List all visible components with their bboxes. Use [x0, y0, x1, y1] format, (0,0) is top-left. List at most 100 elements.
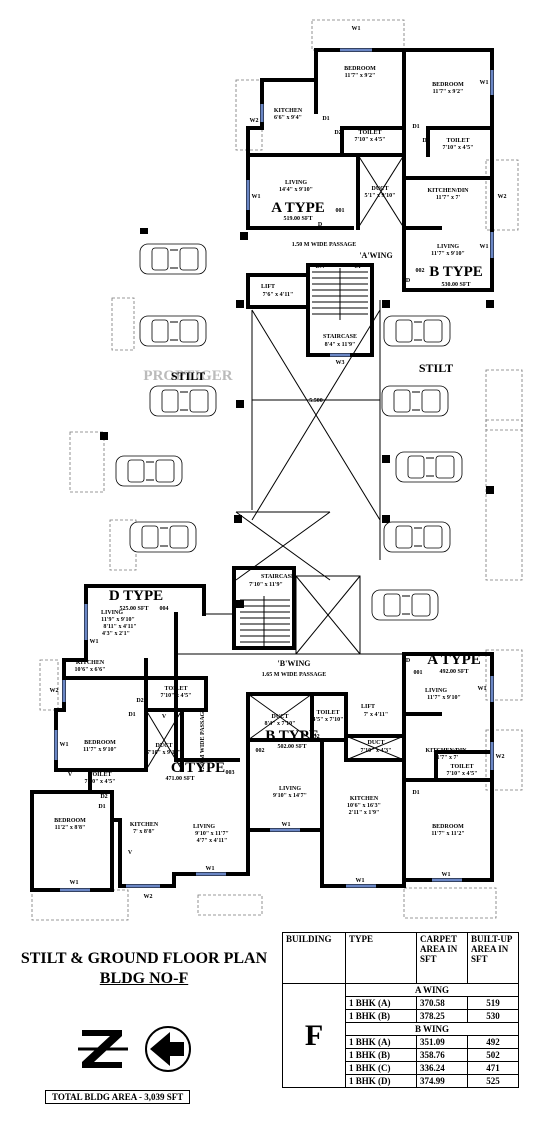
svg-text:W1: W1: [90, 639, 99, 645]
svg-text:W1: W1: [282, 822, 291, 828]
svg-text:KITCHEN: KITCHEN: [274, 108, 303, 114]
columns: [100, 228, 494, 608]
a-wing-label: 'A'WING: [359, 251, 392, 260]
building-letter: F: [282, 983, 346, 1088]
svg-text:11'7" x 9'2": 11'7" x 9'2": [345, 73, 376, 79]
svg-text:DUCT: DUCT: [271, 714, 288, 720]
svg-text:W2: W2: [498, 194, 507, 200]
svg-text:10'6" x 16'3": 10'6" x 16'3": [347, 803, 381, 809]
svg-text:UP: UP: [354, 264, 362, 270]
svg-text:8'4" x 7'10": 8'4" x 7'10": [265, 721, 296, 727]
stilt-left-label: STILT: [171, 369, 205, 383]
plan-title: STILT & GROUND FLOOR PLAN: [20, 950, 268, 967]
svg-text:B TYPE: B TYPE: [265, 728, 319, 744]
svg-text:7'10" x 4'5": 7'10" x 4'5": [443, 145, 474, 151]
table-row: 1 BHK (D) 374.99 525: [283, 1074, 519, 1088]
svg-text:TOILET: TOILET: [165, 686, 188, 692]
svg-text:D2: D2: [424, 778, 431, 784]
table-header: CARPET AREA IN SFT: [416, 932, 468, 984]
svg-text:2'11" x 1'9": 2'11" x 1'9": [349, 810, 380, 816]
svg-text:W2: W2: [50, 688, 59, 694]
a-wing-walls: [246, 48, 494, 357]
stair-a: [312, 268, 368, 320]
svg-text:11'2" x 8'8": 11'2" x 8'8": [55, 825, 86, 831]
svg-text:D1: D1: [322, 116, 329, 122]
svg-text:B TYPE: B TYPE: [429, 264, 483, 280]
svg-text:525.00 SFT: 525.00 SFT: [119, 606, 148, 612]
svg-text:7' x 4'11": 7' x 4'11": [364, 712, 388, 718]
svg-text:6'6" x 9'4": 6'6" x 9'4": [274, 115, 302, 121]
table-header: BUILT-UP AREA IN SFT: [467, 932, 519, 984]
svg-text:KITCHEN: KITCHEN: [350, 796, 379, 802]
svg-text:9'10" x 14'7": 9'10" x 14'7": [273, 793, 307, 799]
plan-labels: PROPTIGER STILT STILT 5.500 'A'WING 1.50…: [50, 26, 507, 900]
svg-text:LIVING: LIVING: [101, 610, 123, 616]
svg-text:LIVING: LIVING: [437, 244, 459, 250]
svg-text:4'3" x 2'1": 4'3" x 2'1": [102, 631, 130, 637]
svg-text:TOILET: TOILET: [447, 138, 470, 144]
wing-a-label: A WING: [345, 983, 519, 997]
svg-text:W1: W1: [206, 866, 215, 872]
svg-text:7'10" x 11'9": 7'10" x 11'9": [249, 582, 283, 588]
svg-text:V: V: [162, 714, 167, 720]
svg-text:002: 002: [256, 748, 265, 754]
svg-text:DUCT: DUCT: [155, 743, 172, 749]
table-row: 1 BHK (C) 336.24 471: [283, 1061, 519, 1075]
svg-text:7'10" x 4'5": 7'10" x 4'5": [85, 779, 116, 785]
svg-text:D1: D1: [98, 804, 105, 810]
svg-text:W2: W2: [144, 894, 153, 900]
svg-text:492.00 SFT: 492.00 SFT: [439, 669, 468, 675]
stilt-right-label: STILT: [419, 361, 453, 375]
svg-text:D: D: [406, 278, 411, 284]
svg-text:8'4" x 11'9": 8'4" x 11'9": [325, 342, 356, 348]
building-title: BLDG NO-F: [99, 970, 189, 987]
svg-text:V: V: [128, 850, 133, 856]
svg-text:D: D: [230, 758, 235, 764]
b-wing-walls: [30, 584, 494, 892]
svg-text:11'7" x 9'10": 11'7" x 9'10": [427, 695, 461, 701]
svg-text:W1: W1: [70, 880, 79, 886]
svg-text:1.65 M WIDE PASSAGE: 1.65 M WIDE PASSAGE: [262, 672, 326, 678]
balcony-outlines: [31, 19, 523, 921]
svg-text:004: 004: [160, 606, 169, 612]
svg-text:8'11" x 4'11": 8'11" x 4'11": [103, 624, 136, 630]
svg-text:D: D: [406, 658, 411, 664]
svg-text:11'9" x 9'10": 11'9" x 9'10": [101, 617, 135, 623]
svg-text:11'7" x 9'10": 11'7" x 9'10": [431, 251, 465, 257]
svg-text:001: 001: [414, 670, 423, 676]
svg-text:D1: D1: [128, 712, 135, 718]
svg-text:KITCHEN: KITCHEN: [76, 660, 105, 666]
svg-text:'B'WING: 'B'WING: [278, 659, 311, 668]
svg-text:STAIRCASE: STAIRCASE: [323, 334, 357, 340]
svg-text:1.50 M WIDE PASSAGE: 1.50 M WIDE PASSAGE: [200, 708, 206, 772]
svg-text:D2: D2: [100, 794, 107, 800]
svg-text:11'7" x 7': 11'7" x 7': [434, 755, 459, 761]
watermark: PROPTIGER: [143, 368, 232, 384]
svg-text:TOILET: TOILET: [359, 130, 382, 136]
svg-text:002: 002: [416, 268, 425, 274]
svg-text:DUCT: DUCT: [371, 186, 388, 192]
svg-text:BEDROOM: BEDROOM: [432, 824, 464, 830]
svg-text:502.00 SFT: 502.00 SFT: [277, 744, 306, 750]
parking-cars: [115, 243, 463, 621]
title-block: STILT & GROUND FLOOR PLAN BLDG NO-F: [8, 950, 280, 988]
svg-text:14'4" x 9'10": 14'4" x 9'10": [279, 187, 313, 193]
svg-text:5'1" x 9'10": 5'1" x 9'10": [365, 193, 396, 199]
svg-text:LIVING: LIVING: [425, 688, 447, 694]
total-area: TOTAL BLDG AREA - 3,039 SFT: [45, 1090, 191, 1104]
svg-text:C TYPE: C TYPE: [171, 760, 225, 776]
svg-text:D2: D2: [422, 138, 429, 144]
svg-text:TOILET: TOILET: [317, 710, 340, 716]
svg-text:W1: W1: [60, 742, 69, 748]
svg-text:D2: D2: [312, 734, 319, 740]
svg-text:W1: W1: [356, 878, 365, 884]
svg-text:STAIRCASE: STAIRCASE: [261, 574, 295, 580]
table-header: BUILDING: [282, 932, 346, 984]
svg-text:A TYPE: A TYPE: [427, 652, 481, 668]
svg-text:519.00 SFT: 519.00 SFT: [283, 216, 312, 222]
svg-text:D TYPE: D TYPE: [109, 588, 163, 604]
windows-bottom: [54, 604, 494, 892]
floor-plan: PROPTIGER STILT STILT 5.500 'A'WING 1.50…: [30, 19, 523, 921]
passage-a-label: 1.50 M WIDE PASSAGE: [292, 242, 356, 248]
orientation-symbols: [78, 1026, 191, 1072]
